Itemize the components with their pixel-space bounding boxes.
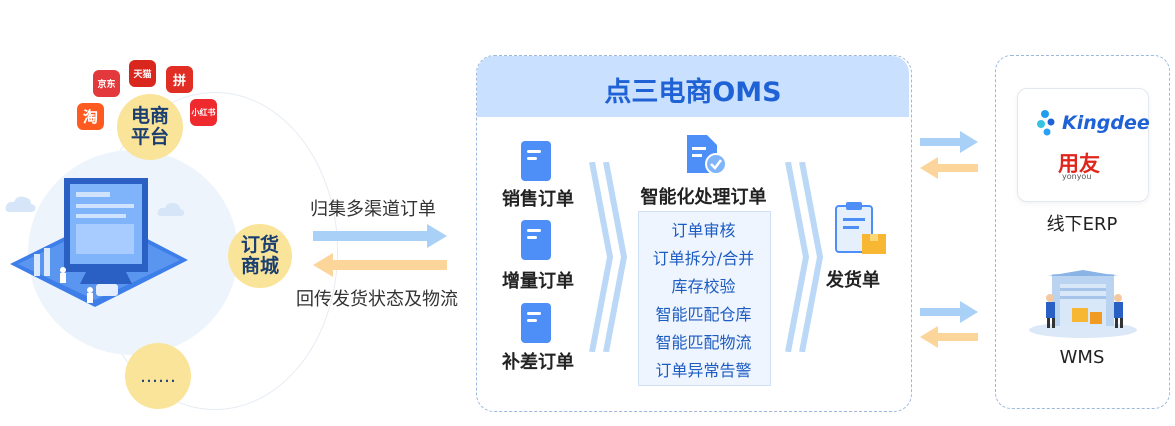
arrow-right-icon xyxy=(920,131,978,153)
offline-erp-label: 线下ERP xyxy=(1046,214,1118,235)
arrow-right-icon xyxy=(313,224,447,248)
arrow-left-icon xyxy=(313,253,447,277)
document-icon xyxy=(521,141,551,181)
task-item: 库存校验 xyxy=(671,277,736,296)
cloud-icon xyxy=(5,196,36,212)
computer-illustration xyxy=(10,178,188,307)
task-item: 智能匹配物流 xyxy=(655,333,752,352)
more-channels-bubble: …… xyxy=(125,343,191,409)
systems-panel xyxy=(995,55,1170,409)
processing-title: 智能化处理订单 xyxy=(640,187,767,208)
adjustment-order-label: 补差订单 xyxy=(502,352,574,373)
arrow-left-icon xyxy=(920,326,978,348)
delivery-note-label: 发货单 xyxy=(826,270,880,291)
yonyou-logo-subtext: yonyou xyxy=(1062,172,1092,181)
xiaohongshu-icon: 小红书 xyxy=(190,99,217,126)
document-icon xyxy=(521,220,551,260)
ecommerce-platform-bubble: 电商 平台 xyxy=(117,94,183,160)
kingdee-logo-icon xyxy=(1037,110,1055,136)
cloud-icon xyxy=(157,202,185,216)
arrow-right-icon xyxy=(920,301,978,323)
tmall-icon: 天猫 xyxy=(129,60,156,87)
task-item: 智能匹配仓库 xyxy=(655,305,752,324)
wms-label: WMS xyxy=(1059,347,1105,368)
oms-title: 点三电商OMS xyxy=(604,77,782,108)
oms-header xyxy=(477,56,909,117)
yonyou-logo-text: 用友 xyxy=(1058,152,1100,176)
taobao-icon: 淘 xyxy=(77,103,104,130)
sales-order-label: 销售订单 xyxy=(502,189,574,210)
document-icon xyxy=(521,303,551,343)
jd-icon: 京东 xyxy=(93,70,120,97)
task-panel xyxy=(638,211,771,386)
return-status-label: 回传发货状态及物流 xyxy=(296,289,458,310)
warehouse-illustration xyxy=(1029,270,1137,338)
incremental-order-label: 增量订单 xyxy=(502,271,574,292)
chevron-right-icon xyxy=(589,162,628,352)
document-check-icon xyxy=(687,135,727,175)
erp-logo-card xyxy=(1017,88,1149,202)
task-item: 订单审核 xyxy=(671,221,736,240)
order-mall-bubble: 订货 商城 xyxy=(228,224,292,288)
task-item: 订单异常告警 xyxy=(655,361,752,380)
arrow-left-icon xyxy=(920,157,978,179)
delivery-note-icon xyxy=(835,202,886,254)
kingdee-logo-text: Kingdee xyxy=(1062,112,1150,134)
chevron-right-icon xyxy=(785,162,824,352)
task-item: 订单拆分/合并 xyxy=(652,249,755,268)
pinduoduo-icon: 拼 xyxy=(166,66,193,93)
collect-orders-label: 归集多渠道订单 xyxy=(310,199,436,220)
